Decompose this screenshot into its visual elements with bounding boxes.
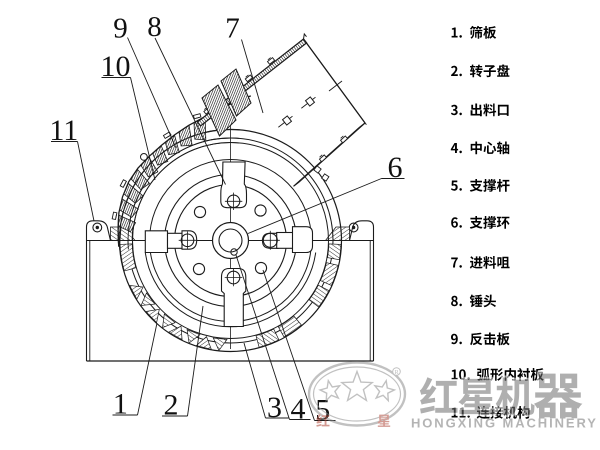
svg-text:4: 4: [291, 393, 306, 426]
svg-text:11: 11: [49, 114, 78, 147]
svg-text:3: 3: [267, 391, 282, 424]
svg-text:R: R: [394, 369, 399, 376]
svg-text:2: 2: [164, 389, 179, 422]
svg-text:HONGXING MACHINERY: HONGXING MACHINERY: [411, 416, 598, 431]
svg-text:6: 6: [388, 151, 403, 184]
svg-text:8: 8: [147, 11, 162, 43]
svg-text:10: 10: [101, 50, 131, 83]
svg-text:1: 1: [113, 388, 128, 421]
svg-text:9: 9: [113, 13, 128, 45]
svg-text:7: 7: [225, 13, 240, 45]
